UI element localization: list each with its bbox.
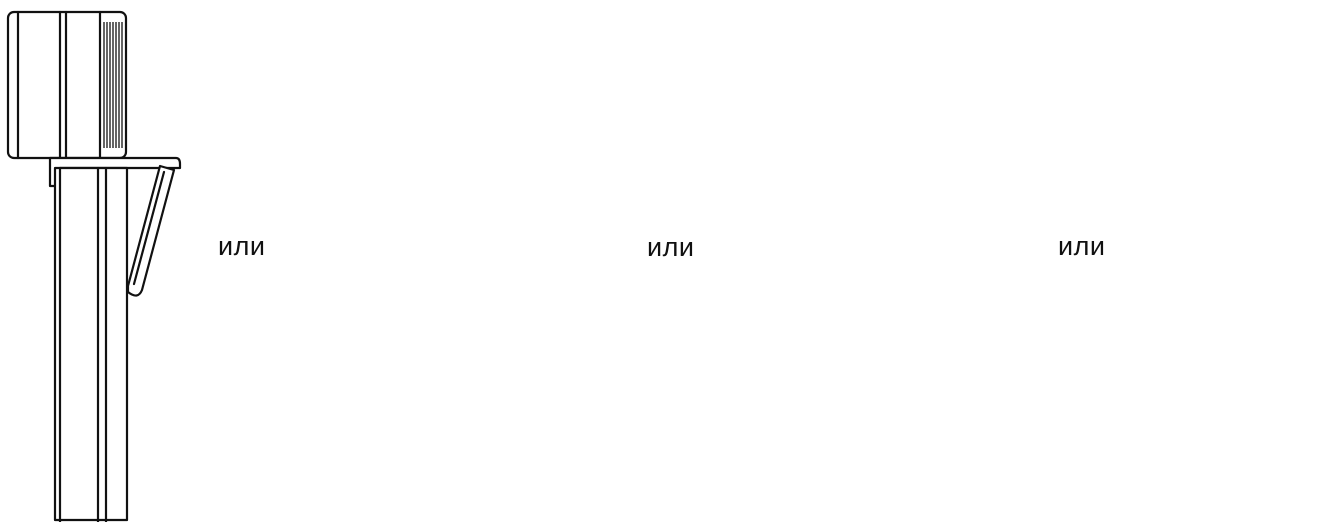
or-label-2: или (647, 232, 695, 262)
or-label-1: или (218, 231, 266, 261)
monitor-clip-mount-illustration (6, 10, 182, 524)
webcam-icon (6, 10, 128, 160)
or-label-3: или (1058, 231, 1106, 261)
